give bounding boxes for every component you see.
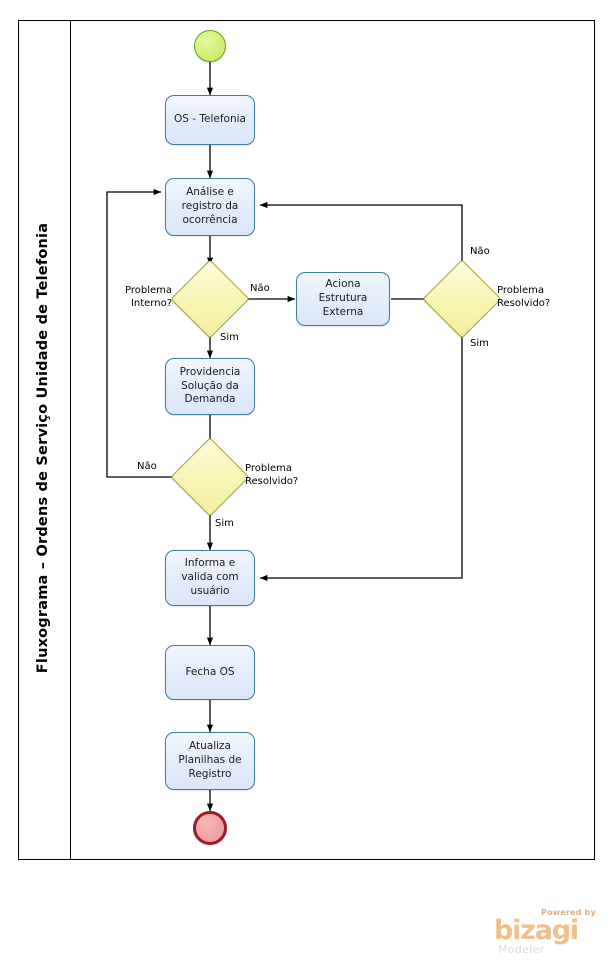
flow-label-resesq-nao: Não (137, 461, 157, 472)
lane-title: Fluxograma – Ordens de Serviço Unidade d… (35, 222, 51, 674)
start-event[interactable] (194, 30, 226, 62)
task-providencia-solucao[interactable]: Providencia Solução da Demanda (165, 358, 255, 415)
flow-label-resdir-nao: Não (470, 246, 490, 257)
flow-label-resdir-sim: Sim (470, 338, 489, 349)
task-label: Análise e registro da ocorrência (181, 186, 239, 226)
logo-wordmark: bizagi (494, 915, 579, 946)
task-analise-registro[interactable]: Análise e registro da ocorrência (165, 178, 255, 236)
task-aciona-estrutura-externa[interactable]: Aciona Estrutura Externa (296, 272, 390, 326)
task-atualiza-planilhas[interactable]: Atualiza Planilhas de Registro (165, 732, 255, 790)
process-pool (18, 20, 595, 860)
task-os-telefonia[interactable]: OS - Telefonia (165, 95, 255, 145)
task-label: Informa e valida com usuário (181, 557, 239, 597)
flow-label-resesq-sim: Sim (215, 518, 234, 529)
task-fecha-os[interactable]: Fecha OS (165, 645, 255, 700)
task-label: OS - Telefonia (174, 113, 246, 126)
lane-divider (70, 20, 71, 860)
task-label: Fecha OS (185, 665, 235, 678)
task-label: Providencia Solução da Demanda (179, 365, 241, 406)
gateway-problema-resolvido-direita-label: Problema Resolvido? (497, 285, 551, 309)
gateway-problema-interno-label: Problema Interno? (124, 285, 172, 309)
gateway-problema-resolvido-esquerda-label: Problema Resolvido? (245, 463, 299, 487)
task-label: Atualiza Planilhas de Registro (178, 740, 242, 780)
logo-edition: Modeler (498, 943, 545, 956)
flow-label-interno-sim: Sim (220, 332, 239, 343)
task-label: Aciona Estrutura Externa (318, 278, 368, 318)
logo-powered-by-text: Powered by (541, 908, 596, 917)
task-informa-valida-usuario[interactable]: Informa e valida com usuário (165, 550, 255, 606)
flow-label-interno-nao: Não (250, 283, 270, 294)
end-event[interactable] (193, 811, 227, 845)
bizagi-logo: Powered by bizagi Modeler (494, 908, 598, 958)
